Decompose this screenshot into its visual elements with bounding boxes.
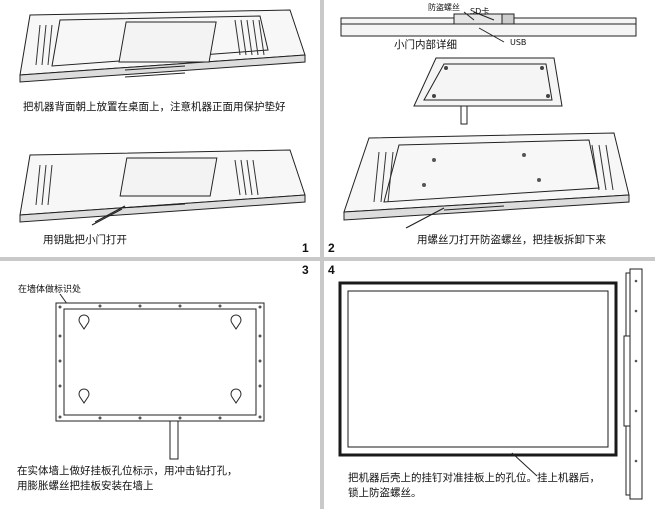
step-4-panel: 4 把机器后壳上的挂钉对准挂板上的孔位。挂上机器后， 锁上防盗螺丝。 [324,261,655,509]
tv-back-illustration-2 [19,149,306,226]
step-2-panel: 防盗螺丝 SD卡 USB 小门内部详细 [324,0,655,257]
step-3-panel: 3 在墙体做标识处 在实体墙上做好挂板孔位标示，用冲击钻打孔， 用膨胀螺丝把挂板… [0,261,320,509]
step-4-number: 4 [328,263,335,277]
tv-edge-illustration [340,11,637,43]
step-4-caption-line1: 把机器后壳上的挂钉对准挂板上的孔位。挂上机器后， [348,472,600,484]
key-icon [91,205,126,226]
step-3-caption-line2: 用膨胀螺丝把挂板安装在墙上 [17,480,154,492]
vertical-divider [320,0,324,509]
step-4-caption-line2: 锁上防盗螺丝。 [348,487,422,499]
label-usb: USB [510,38,527,47]
horizontal-divider [0,257,655,261]
step-1-caption-key: 用钥匙把小门打开 [43,234,127,246]
step-1-panel: 把机器背面朝上放置在桌面上，注意机器正面用保护垫好 用钥匙把小门打开 1 [0,0,320,257]
tv-back-illustration-1 [19,9,306,83]
step-2-number: 2 [328,241,335,255]
mounting-plate-illustration [413,57,563,125]
step-1-caption-place: 把机器背面朝上放置在桌面上，注意机器正面用保护垫好 [23,101,286,113]
step-1-number: 1 [302,241,309,255]
tv-back-illustration-3 [343,132,630,229]
screwdriver-icon [405,207,445,229]
step-3-caption-line1: 在实体墙上做好挂板孔位标示，用冲击钻打孔， [17,465,238,477]
label-sd-card: SD卡 [470,7,490,16]
label-wall-mark: 在墙体做标识处 [18,285,82,295]
tv-front-illustration [338,268,643,500]
step-2-caption-remove: 用螺丝刀打开防盗螺丝，把挂板拆卸下来 [417,234,606,246]
label-anti-theft-screw: 防盗螺丝 [428,3,460,12]
label-door-detail: 小门内部详细 [394,39,457,51]
step-3-number: 3 [302,263,309,277]
wall-plate-illustration [55,293,265,460]
